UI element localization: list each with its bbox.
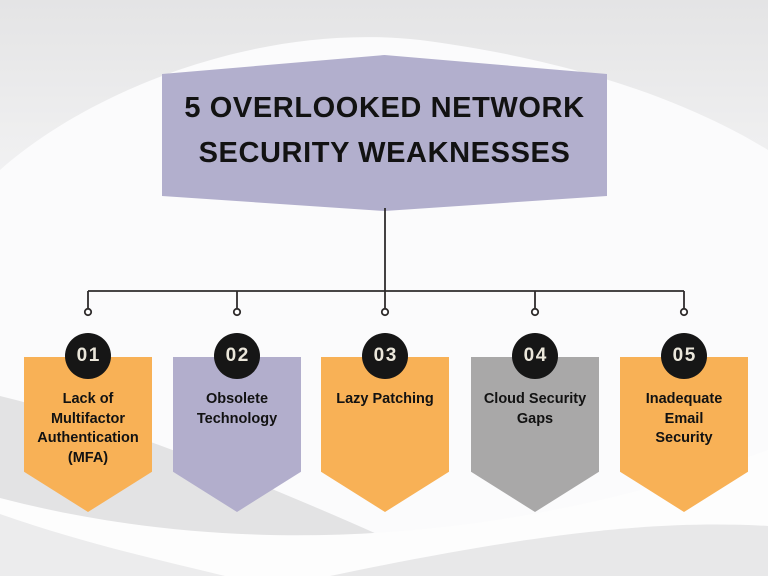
number-label: 05 [672,345,697,366]
badge-shape [321,357,449,512]
number-label: 01 [76,345,101,366]
number-circle: 05 [661,333,707,379]
number-label: 03 [373,345,398,366]
number-label: 02 [225,345,250,366]
node-dot [530,307,540,317]
weakness-item: 04 Cloud Security Gaps [471,333,599,513]
badge-shape [471,357,599,512]
badge-label: Lack of Multifactor Authentication (MFA) [37,391,139,467]
node-dot [679,307,689,317]
badge-label: Obsolete Technology [196,391,278,427]
node-dot [232,307,242,317]
node-dot [83,307,93,317]
badge-label: Inadequate Email Security [645,391,723,447]
number-circle: 03 [362,333,408,379]
number-label: 04 [523,345,548,366]
weakness-item: 03 Lazy Patching [321,333,449,513]
weakness-item: 05 Inadequate Email Security [620,333,748,513]
title-banner: 5 OVERLOOKED NETWORK SECURITY WEAKNESSES [162,55,607,211]
page-title: 5 OVERLOOKED NETWORK SECURITY WEAKNESSES [184,92,585,169]
weakness-item: 01 Lack of Multifactor Authentication (M… [24,333,152,513]
badge-label: Cloud Security Gaps [483,391,587,427]
badge-label: Lazy Patching [336,391,434,407]
number-circle: 04 [512,333,558,379]
number-circle: 01 [65,333,111,379]
weakness-item: 02 Obsolete Technology [173,333,301,513]
number-circle: 02 [214,333,260,379]
node-dot [380,307,390,317]
badge-shape [173,357,301,512]
